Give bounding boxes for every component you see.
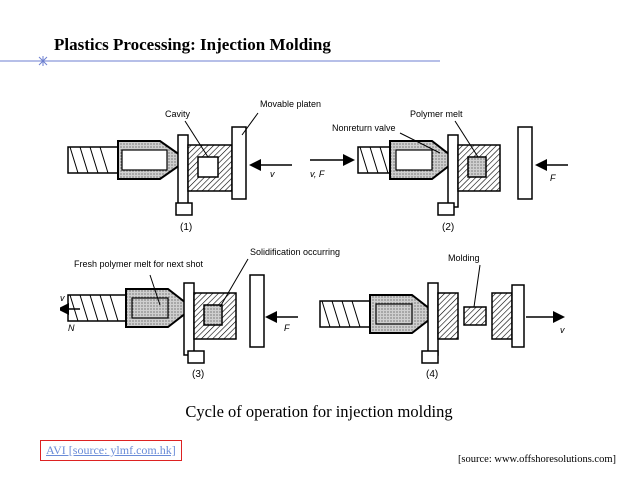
panel-1-label-cavity: Cavity — [165, 109, 191, 119]
title-rule — [0, 54, 440, 68]
panel-3-label-n: N — [68, 323, 75, 333]
panel-3-label-v: v — [60, 293, 65, 303]
panel-2-label-vf: v, F — [310, 169, 325, 179]
panel-3-label-solid: Solidification occurring — [250, 247, 340, 257]
panel-1-number: (1) — [180, 222, 192, 233]
panel-4: Molding v (4) — [319, 253, 565, 380]
snowflake-icon — [38, 56, 48, 66]
source-note: [source: www.offshoresolutions.com] — [457, 454, 616, 465]
panel-1-label-platen: Movable platen — [260, 99, 321, 109]
figure-caption: Cycle of operation for injection molding — [185, 402, 453, 421]
panel-2-label-valve: Nonreturn valve — [332, 123, 396, 133]
panel-2-number: (2) — [442, 222, 454, 233]
avi-video-link[interactable]: AVI [source: ylmf.com.hk] — [40, 440, 182, 461]
panel-1-label-v: v — [270, 169, 275, 179]
panel-4-label-v: v — [560, 325, 565, 335]
panel-1: Cavity Movable platen v (1) — [67, 99, 321, 233]
panel-3-label-fresh: Fresh polymer melt for next shot — [74, 259, 204, 269]
panel-2-label-melt: Polymer melt — [410, 109, 463, 119]
injection-molding-diagram: Cavity Movable platen v (1) Polymer melt… — [57, 95, 580, 385]
panel-2-label-f: F — [550, 173, 556, 183]
panel-3-number: (3) — [192, 369, 204, 380]
panel-3: Fresh polymer melt for next shot Solidif… — [57, 247, 340, 380]
panel-4-label-molding: Molding — [448, 253, 480, 263]
panel-3-label-f: F — [284, 323, 290, 333]
slide-title: Plastics Processing: Injection Molding — [54, 35, 331, 54]
panel-2: Polymer melt Nonreturn valve v, F F (2) — [310, 109, 568, 233]
panel-4-number: (4) — [426, 369, 438, 380]
